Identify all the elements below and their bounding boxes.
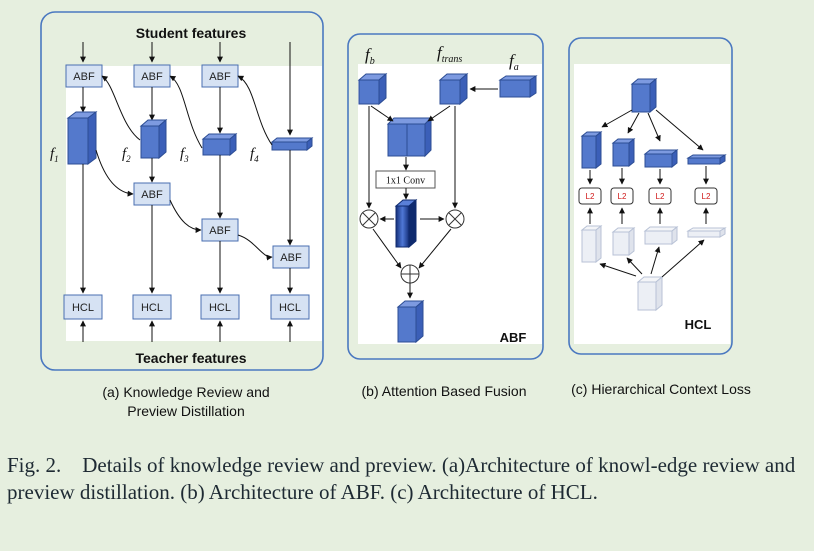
hcl-input-block (630, 77, 658, 114)
f-trans-label: ftrans (437, 43, 462, 65)
hcl-box-4: HCL (270, 294, 310, 320)
panel-a-caption-line1: (a) Knowledge Review and (102, 384, 269, 400)
hcl-box-2: HCL (132, 294, 172, 320)
teacher-features-label: Teacher features (135, 350, 246, 366)
conv-label: 1x1 Conv (386, 176, 425, 187)
panel-b: fb ftrans fa (347, 33, 544, 399)
f1-label: f1 (50, 146, 59, 164)
teacher-pooled-block-2 (611, 226, 636, 257)
hcl-label: HCL (72, 302, 94, 314)
abf-box-mid-3: ABF (272, 245, 310, 269)
hcl-label: HCL (209, 302, 231, 314)
abf-box-mid-1: ABF (133, 182, 171, 206)
l2-box-4: L2 (694, 187, 718, 205)
hcl-box-3: HCL (200, 294, 240, 320)
abf-box-top-1: ABF (65, 64, 103, 88)
teacher-pooled-block-1 (580, 224, 603, 264)
l2-label: L2 (656, 192, 665, 201)
multiply-right-icon (445, 209, 465, 229)
student-feature-4 (270, 136, 314, 152)
hcl-box-1: HCL (63, 294, 103, 320)
abf-label: ABF (209, 71, 231, 83)
f-b-label: fb (365, 45, 375, 67)
f-a-label: fa (509, 51, 519, 73)
l2-label: L2 (586, 192, 595, 201)
abf-label: ABF (73, 71, 95, 83)
conv-1x1-box: 1x1 Conv (375, 170, 436, 189)
panel-a-border (40, 11, 324, 371)
add-icon (400, 264, 420, 284)
abf-box-mid-2: ABF (201, 218, 239, 242)
panel-b-border (347, 33, 544, 360)
l2-box-3: L2 (648, 187, 672, 205)
hcl-label: HCL (279, 302, 301, 314)
abf-label: ABF (280, 252, 302, 264)
student-feature-1 (66, 111, 98, 165)
pooled-block-3 (643, 148, 679, 169)
concat-block (386, 116, 433, 158)
abf-box-top-2: ABF (133, 64, 171, 88)
f-b-block (357, 72, 388, 106)
panel-a-caption-line2: Preview Distillation (127, 403, 244, 419)
panel-b-background (358, 64, 542, 344)
panel-c-caption: (c) Hierarchical Context Loss (571, 381, 751, 397)
l2-box-1: L2 (578, 187, 602, 205)
student-features-label: Student features (136, 25, 247, 41)
figure-caption-text: Details of knowledge review and preview.… (7, 453, 796, 504)
f-trans-block (438, 72, 469, 106)
abf-label: ABF (141, 71, 163, 83)
f2-label: f2 (122, 146, 131, 164)
panel-c: L2 L2 L2 L2 (568, 37, 751, 397)
teacher-pooled-block-3 (643, 225, 679, 246)
pooled-block-2 (611, 137, 636, 168)
panel-b-title: ABF (500, 330, 527, 345)
f-a-block (498, 75, 538, 98)
teacher-input-block (636, 275, 664, 312)
l2-label: L2 (618, 192, 627, 201)
abf-output-block (396, 299, 425, 344)
l2-box-2: L2 (610, 187, 634, 205)
f3-label: f3 (180, 146, 189, 164)
panel-a: Student features Teacher features ABF AB… (40, 11, 324, 419)
l2-label: L2 (702, 192, 711, 201)
figure-caption: Fig. 2. Details of knowledge review and … (7, 452, 807, 506)
pooled-block-4 (686, 154, 727, 165)
teacher-pooled-block-4 (686, 227, 727, 238)
panel-b-caption: (b) Attention Based Fusion (362, 383, 527, 399)
multiply-left-icon (359, 209, 379, 229)
panel-c-border (568, 37, 733, 355)
abf-box-top-3: ABF (201, 64, 239, 88)
f4-label: f4 (250, 146, 259, 164)
student-feature-3 (201, 132, 238, 157)
hcl-label: HCL (141, 302, 163, 314)
panel-c-title: HCL (685, 317, 712, 332)
figure-number: Fig. 2. (7, 453, 62, 477)
abf-label: ABF (209, 225, 231, 237)
pooled-block-1 (580, 130, 603, 170)
abf-label: ABF (141, 189, 163, 201)
attention-map-block (394, 198, 418, 249)
student-feature-2 (139, 118, 168, 160)
